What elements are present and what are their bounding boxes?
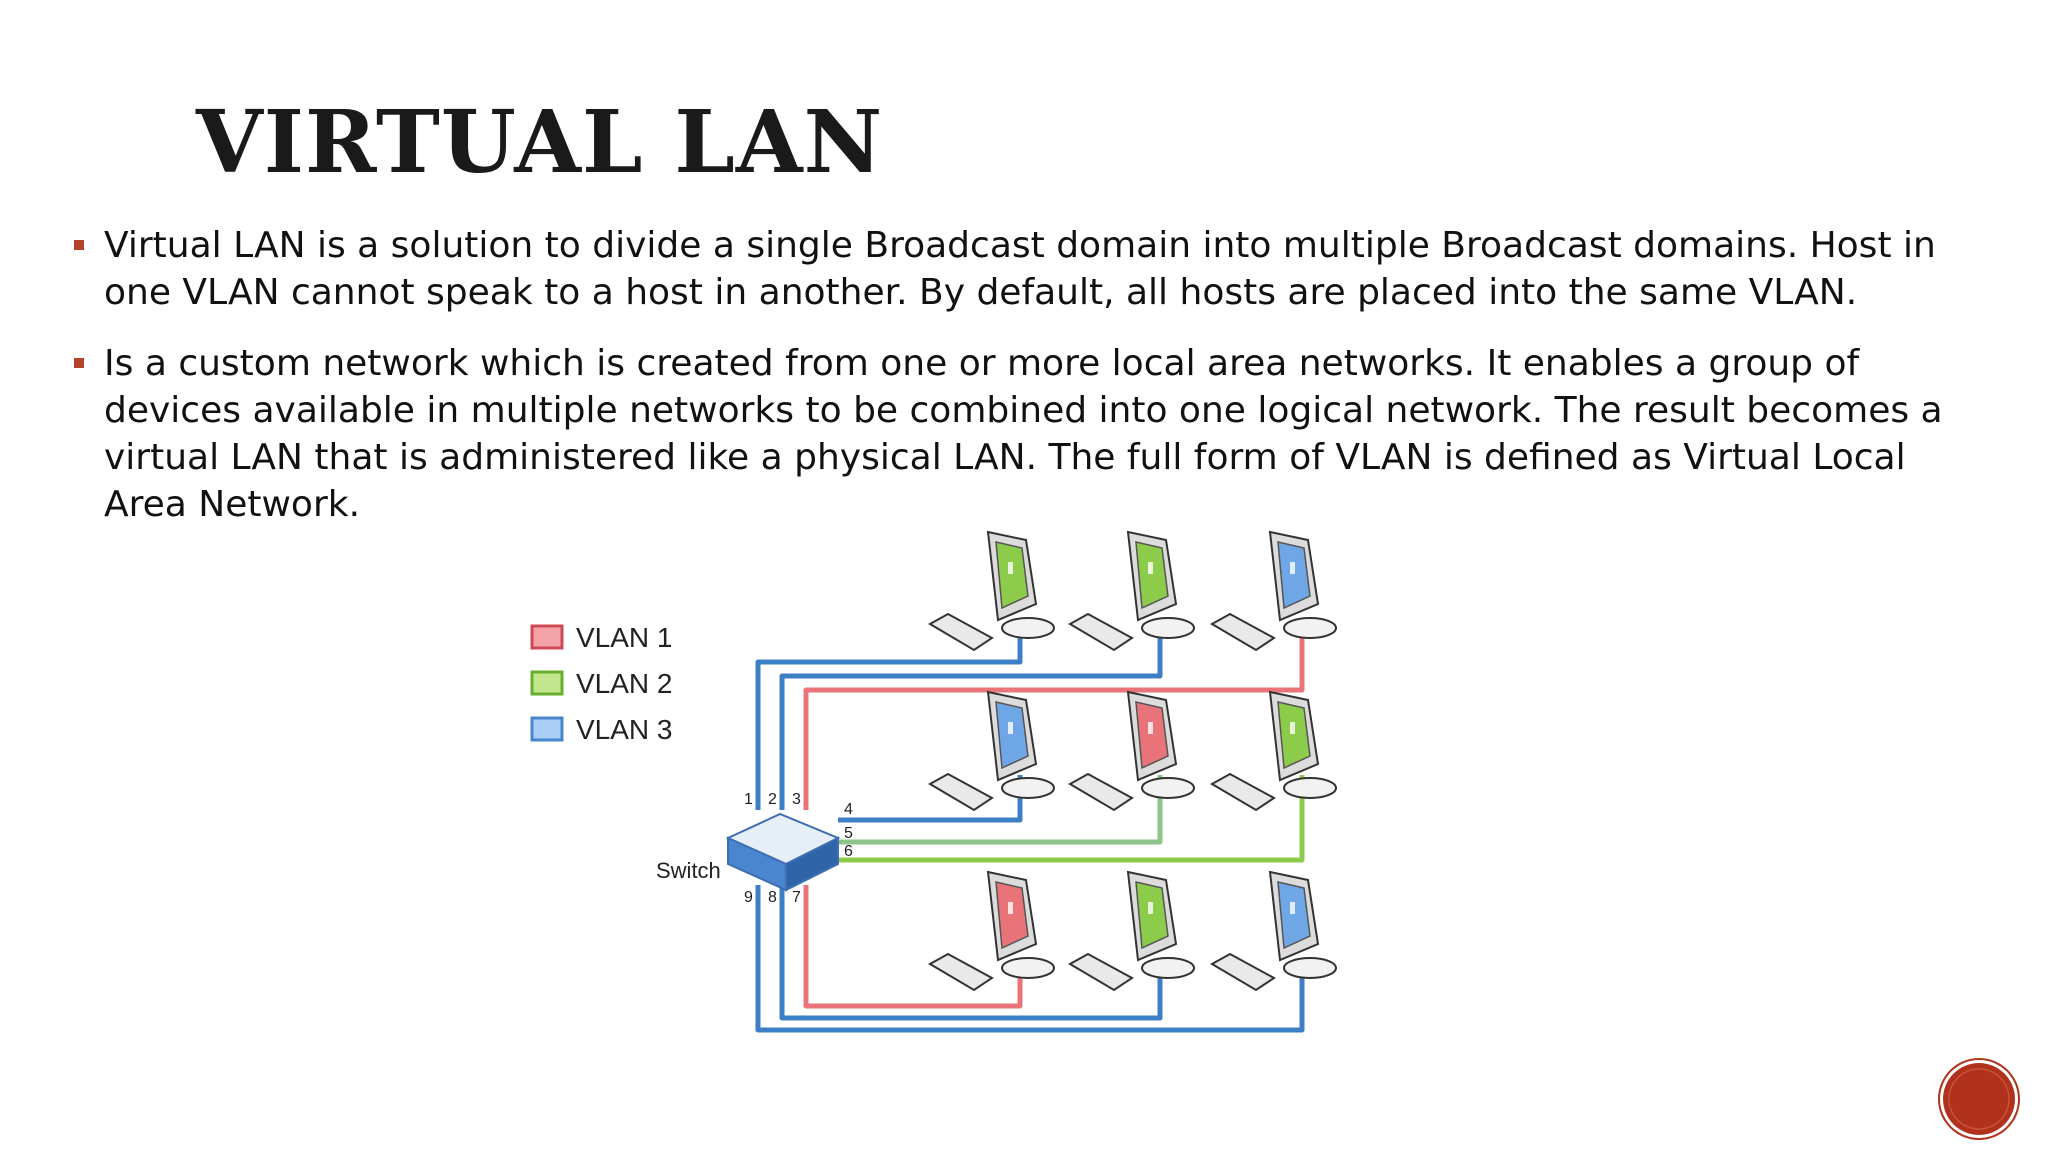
legend-label-vlan2: VLAN 2	[576, 668, 673, 699]
port-label: 9	[744, 889, 753, 906]
bullet-square-icon	[74, 240, 84, 250]
wire-vlan3	[779, 630, 1163, 810]
port-label: 2	[768, 791, 777, 808]
port-label: 3	[792, 791, 801, 808]
switch-icon	[725, 812, 841, 892]
switch-label: Switch	[656, 858, 721, 883]
legend-swatch-vlan2	[530, 670, 564, 696]
wire-vlan3	[779, 885, 1163, 1021]
bullet-text: Is a custom network which is created fro…	[104, 343, 1943, 525]
wire-vlan3	[755, 885, 1305, 1033]
port-label: 5	[844, 825, 853, 842]
legend: VLAN 1 VLAN 2 VLAN 3	[530, 622, 673, 745]
legend-swatch-vlan3	[530, 716, 564, 742]
computer-icon	[927, 870, 1055, 992]
port-label: 1	[744, 791, 753, 808]
computer-icon	[1209, 870, 1337, 992]
legend-label-vlan3: VLAN 3	[576, 714, 673, 745]
computer-icon	[1067, 690, 1195, 812]
legend-swatch-vlan1	[530, 624, 564, 650]
computers	[927, 530, 1337, 992]
bullet-item: Is a custom network which is created fro…	[72, 340, 1972, 528]
computer-icon	[1067, 530, 1195, 652]
bullet-list: Virtual LAN is a solution to divide a si…	[72, 222, 1972, 552]
computer-icon	[1209, 530, 1337, 652]
computer-icon	[927, 690, 1055, 812]
wire-vlan1	[803, 630, 1305, 810]
next-slide-button[interactable]	[1940, 1060, 2018, 1138]
computer-icon	[1067, 870, 1195, 992]
legend-label-vlan1: VLAN 1	[576, 622, 673, 653]
bullet-square-icon	[74, 358, 84, 368]
computer-icon	[927, 530, 1055, 652]
next-slide-icon	[1948, 1068, 2010, 1130]
vlan-diagram: VLAN 1 VLAN 2 VLAN 3 Switch 1 2 3 4 5 6 …	[530, 530, 1337, 1033]
computer-icon	[1209, 690, 1337, 812]
wire-vlan3	[755, 630, 1023, 810]
port-label: 4	[844, 801, 853, 818]
bullet-text: Virtual LAN is a solution to divide a si…	[104, 225, 1936, 313]
wire-vlan2	[838, 775, 1305, 863]
wires	[755, 630, 1305, 1033]
port-label: 6	[844, 843, 853, 860]
slide-title: VIRTUAL LAN	[196, 92, 884, 193]
wire-vlan1	[803, 885, 1023, 1009]
port-label: 8	[768, 889, 777, 906]
port-label: 7	[792, 889, 801, 906]
bullet-item: Virtual LAN is a solution to divide a si…	[72, 222, 1972, 316]
port-labels: 1 2 3 4 5 6 7 8 9	[744, 791, 853, 906]
